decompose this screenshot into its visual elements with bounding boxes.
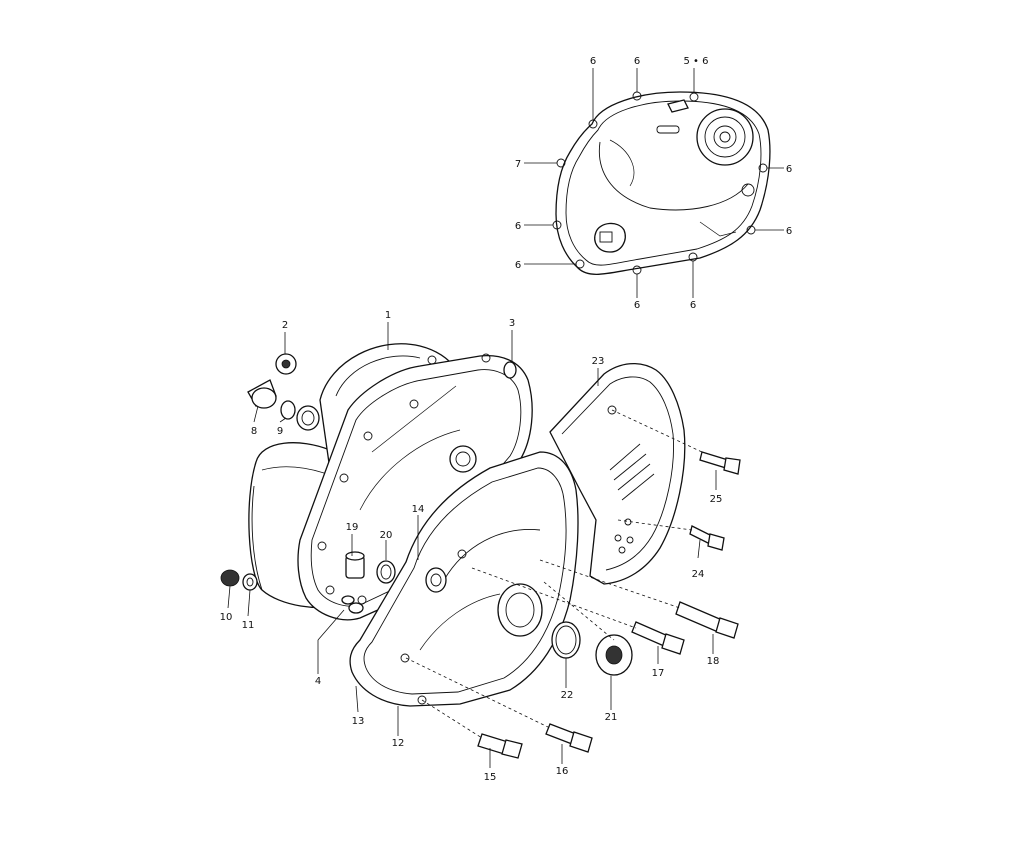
callout-12: 12 (392, 738, 405, 749)
crankcase-cover (248, 343, 533, 621)
callout-top-6a: 6 (590, 56, 596, 67)
callout-3: 3 (509, 318, 515, 329)
callout-labels: 6 6 5 • 6 7 6 6 6 6 6 6 1 2 3 4 8 9 10 1… (220, 56, 793, 783)
callout-14: 14 (412, 504, 425, 515)
inner-clutch-cover (552, 91, 771, 275)
callout-21: 21 (605, 712, 618, 723)
callout-top-6g: 6 (634, 300, 640, 311)
callout-16: 16 (556, 766, 569, 777)
main-leaders (227, 322, 717, 768)
bolts (477, 451, 741, 759)
callout-top-7: 7 (515, 159, 521, 170)
callout-9: 9 (277, 426, 283, 437)
outer-cover (349, 451, 579, 707)
callout-top-6e: 6 (786, 226, 792, 237)
callout-top-6f: 6 (515, 260, 521, 271)
callout-22: 22 (561, 690, 574, 701)
callout-1: 1 (385, 310, 391, 321)
callout-13: 13 (352, 716, 365, 727)
callout-15: 15 (484, 772, 497, 783)
callout-18: 18 (707, 656, 720, 667)
top-leaders (524, 68, 784, 298)
callout-10: 10 (220, 612, 233, 623)
alignment-lines (405, 409, 703, 739)
callout-25: 25 (710, 494, 723, 505)
callout-top-6d: 6 (515, 221, 521, 232)
callout-top-6h: 6 (690, 300, 696, 311)
callout-top-6b: 6 (634, 56, 640, 67)
callout-8: 8 (251, 426, 257, 437)
callout-17: 17 (652, 668, 665, 679)
cover-23 (549, 363, 686, 585)
callout-2: 2 (282, 320, 288, 331)
callout-11: 11 (242, 620, 255, 631)
callout-top-56: 5 • 6 (684, 56, 709, 67)
callout-4: 4 (315, 676, 321, 687)
callout-top-6c: 6 (786, 164, 792, 175)
callout-24: 24 (692, 569, 705, 580)
callout-20: 20 (380, 530, 393, 541)
callout-23: 23 (592, 356, 605, 367)
small-parts (220, 353, 633, 676)
callout-19: 19 (346, 522, 359, 533)
